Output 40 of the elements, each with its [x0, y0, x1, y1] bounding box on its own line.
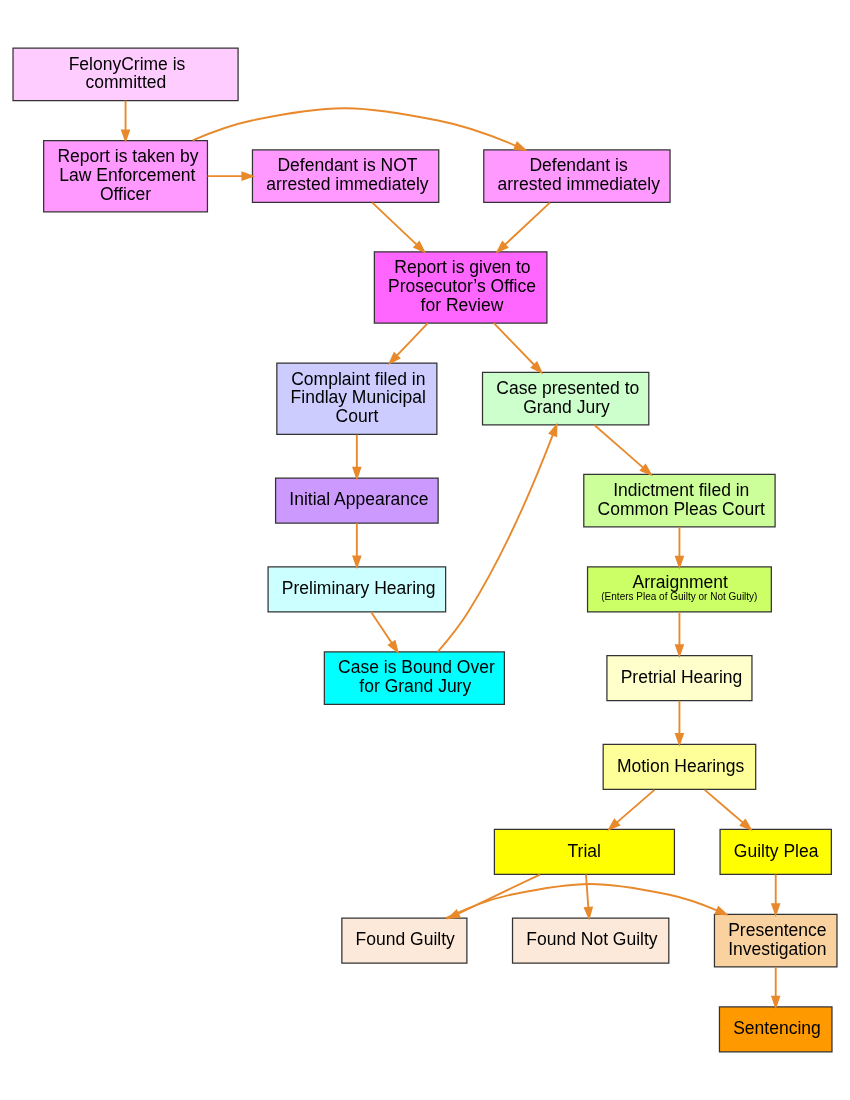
- arrow: [674, 699, 685, 747]
- node-box: Case is Bound Over for Grand Jury: [323, 651, 505, 706]
- arrow: [206, 171, 256, 181]
- arrow: [437, 422, 558, 653]
- arrow: [770, 873, 781, 917]
- node-box: Sentencing: [718, 1006, 833, 1053]
- node-box: Defendant is arrested immediately: [483, 149, 671, 204]
- node-box: Report is given to Prosecutor’s Office for Review: [373, 251, 548, 324]
- node-box: Found Guilty: [341, 917, 468, 964]
- arrow: [352, 433, 362, 481]
- node-box: Guilty Plea: [719, 828, 832, 876]
- node-box: Complaint filed in Findlay Municipal Court: [276, 362, 438, 435]
- arrow: [770, 966, 781, 1010]
- arrow: [583, 873, 594, 921]
- node-box: Case presented to Grand Jury: [481, 371, 650, 426]
- arrow: [607, 788, 656, 832]
- arrow: [495, 201, 551, 254]
- arrow: [674, 526, 685, 570]
- node-box: Preliminary Hearing: [267, 566, 447, 613]
- arrow: [370, 611, 400, 654]
- node-box: Initial Appearance: [274, 477, 439, 524]
- node-box: Motion Hearings: [602, 743, 757, 791]
- arrow: [191, 107, 528, 151]
- arrow: [352, 522, 362, 570]
- node-box: Found Not Guilty: [511, 917, 670, 964]
- node-box: Trial: [493, 828, 676, 876]
- node-box: Report is taken by Law Enforcement Officer: [43, 139, 209, 213]
- node-box: Indictment filed in Common Pleas Court: [583, 473, 776, 528]
- arrow: [674, 611, 685, 659]
- arrow: [371, 201, 427, 254]
- node-box: Arraignment (Enters Plea of Guilty or Not Guilty): [586, 566, 772, 613]
- arrow: [492, 322, 544, 375]
- node-box: Pretrial Hearing: [606, 655, 753, 702]
- arrow: [387, 322, 429, 365]
- node-box: FelonyCrime is committed: [12, 47, 239, 102]
- node-box: Presentence Investigation: [713, 913, 838, 968]
- arrow: [593, 424, 653, 477]
- arrow: [120, 99, 131, 144]
- arrow: [703, 788, 753, 832]
- node-box: Defendant is NOT arrested immediately: [251, 149, 440, 204]
